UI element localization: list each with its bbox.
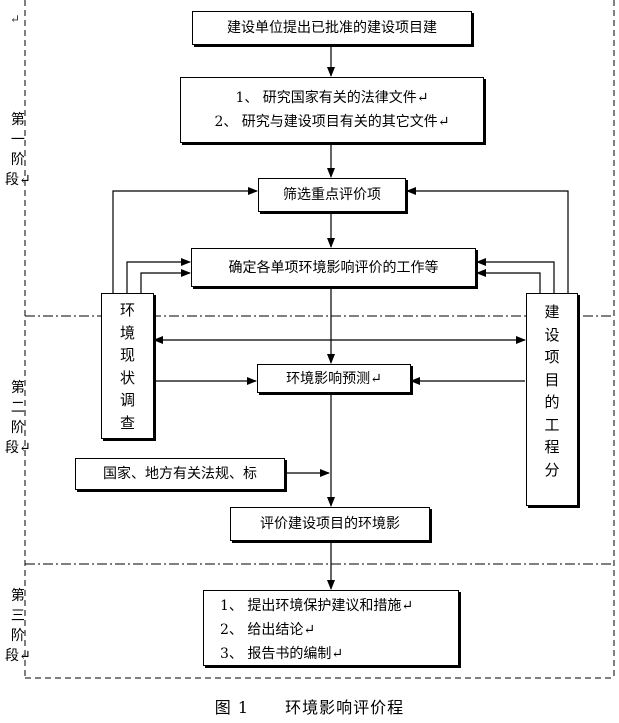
conclusion-box: 1、 提出环境保护建议和措施↵ 2、 给出结论↵ 3、 报告书的编制↵: [203, 590, 459, 666]
conclusion-line-1: 1、 提出环境保护建议和措施↵: [220, 598, 414, 614]
arrow-survey-to-workload-2: [140, 269, 191, 293]
stage-2-char: 第: [10, 380, 25, 396]
environment-survey-box: 环 境 现 状 调 查: [101, 293, 154, 439]
impact-prediction-text: 环境影响预测↵: [286, 370, 382, 387]
figure-caption: 图 1 环境影响评价程: [0, 694, 619, 718]
stage-1-label: 第 一 阶 段↵: [5, 110, 31, 190]
stage-1-char: 段↵: [5, 172, 31, 188]
stage-2-label: 第 二 阶 段↵: [5, 378, 31, 458]
stage-1-char: 第: [10, 112, 25, 128]
conclusion-line-2: 2、 给出结论↵: [220, 622, 316, 638]
arrow-survey-to-screen: [112, 187, 258, 293]
regulations-box: 国家、地方有关法规、标: [75, 458, 285, 490]
conclusion-line-3: 3、 报告书的编制↵: [220, 646, 344, 662]
project-analysis-char: 的: [544, 393, 560, 411]
impact-prediction-box: 环境影响预测↵: [257, 364, 411, 393]
stage-2-char: 段↵: [5, 440, 31, 456]
env-survey-char: 查: [119, 413, 135, 432]
figure-title: 环境影响评价程: [285, 698, 405, 717]
project-catalog-text: 建设单位提出已批准的建设项目建: [227, 20, 437, 36]
project-analysis-char: 分: [544, 460, 560, 479]
determine-workload-text: 确定各单项环境影响评价的工作等: [228, 259, 439, 276]
env-survey-char: 调: [119, 391, 135, 409]
stage-frame: [24, 0, 615, 679]
project-analysis-char: 项: [544, 348, 560, 366]
stage-2-char: 阶: [10, 420, 25, 436]
env-survey-char: 状: [119, 368, 135, 387]
figure-number: 图 1: [214, 698, 250, 717]
project-catalog-box: 建设单位提出已批准的建设项目建: [192, 11, 472, 45]
evaluate-impact-text: 评价建设项目的环境影: [260, 516, 400, 532]
project-analysis-char: 建: [544, 303, 560, 321]
arrow-analysis-to-workload: [476, 258, 555, 293]
determine-workload-box: 确定各单项环境影响评价的工作等: [191, 248, 476, 287]
screen-items-text: 筛选重点评价项: [283, 187, 381, 203]
arrow-analysis-to-screen: [406, 187, 569, 293]
arrow-survey-to-workload: [126, 258, 191, 293]
stage-1-char: 一: [10, 132, 25, 148]
env-survey-char: 环: [119, 301, 135, 319]
project-analysis-box: 建 设 项 目 的 工 程 分: [526, 293, 578, 506]
stage-3-char: 三: [10, 608, 25, 624]
stage-3-char: 段↵: [5, 648, 31, 664]
evaluate-impact-box: 评价建设项目的环境影: [230, 507, 430, 541]
regulations-text: 国家、地方有关法规、标: [103, 466, 257, 482]
env-survey-char: 境: [119, 323, 135, 342]
arrow-analysis-to-workload-2: [476, 269, 541, 293]
stage-2-char: 二: [10, 400, 25, 416]
research-line-2: 2、 研究与建设项目有关的其它文件↵: [214, 114, 450, 130]
stage-3-char: 阶: [10, 628, 25, 644]
stage-3-label: 第 三 阶 段↵: [5, 586, 31, 666]
paragraph-mark: ↵: [10, 12, 21, 26]
stage-1-char: 阶: [10, 152, 25, 168]
project-analysis-char: 目: [544, 370, 560, 389]
screen-items-box: 筛选重点评价项: [258, 178, 406, 212]
env-survey-char: 现: [119, 346, 135, 364]
stage-3-char: 第: [10, 588, 25, 604]
research-line-1: 1、 研究国家有关的法律文件↵: [235, 90, 429, 106]
project-analysis-char: 工: [544, 415, 560, 434]
research-box: 1、 研究国家有关的法律文件↵ 2、 研究与建设项目有关的其它文件↵: [180, 77, 484, 143]
project-analysis-char: 设: [544, 325, 560, 344]
project-analysis-char: 程: [544, 438, 560, 456]
